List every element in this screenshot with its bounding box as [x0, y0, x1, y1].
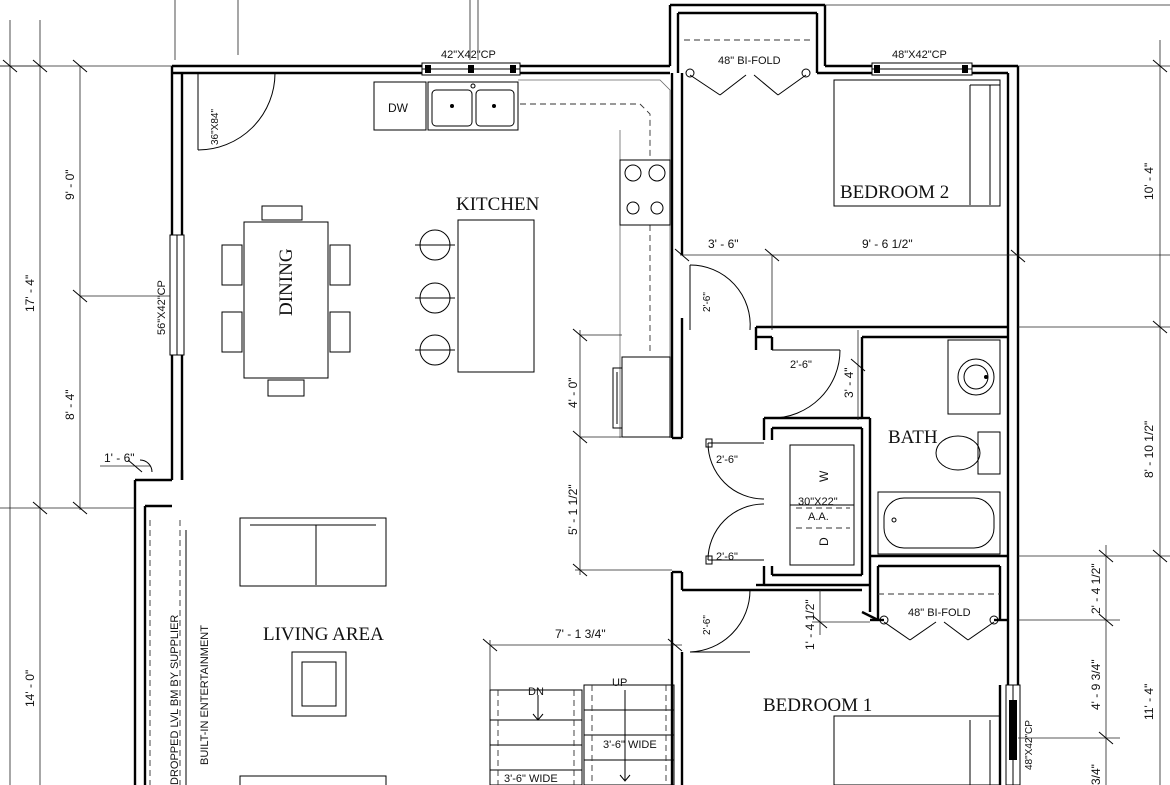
- laundry-size-label: 30"X22": [798, 496, 838, 508]
- dishwasher-label: DW: [388, 101, 409, 115]
- room-label-bedroom1: BEDROOM 1: [763, 695, 872, 716]
- dryer-label: D: [817, 537, 831, 546]
- dim-hall-7-1: 7' - 1 3/4": [555, 627, 606, 641]
- range: [619, 159, 671, 226]
- kitchen-sink: [427, 81, 519, 131]
- dim-hall-4-0: 4' - 0": [566, 377, 580, 408]
- walls: [133, 0, 1170, 785]
- entry-door: [197, 72, 276, 151]
- bath-door: [771, 349, 841, 419]
- bedroom2-window: [871, 62, 973, 76]
- dim-hall-3-4: 3' - 4": [842, 367, 856, 398]
- stair-up-label: UP: [612, 677, 627, 689]
- bifold-mid-label: 48" BI-FOLD: [908, 607, 971, 619]
- dim-right-4-9: 4' - 9 3/4": [1089, 659, 1103, 710]
- doors: 36"X84" 2'-6" 2'-6" 2'-6" 2'-6" 2'-6: [197, 39, 1000, 653]
- sofa: [239, 517, 387, 587]
- room-label-dining: DINING: [276, 248, 297, 316]
- entertainment-wall: [149, 520, 187, 785]
- dim-left-1-6: 1' - 6": [104, 451, 135, 465]
- dim-right-10-4: 10' - 4": [1142, 163, 1156, 200]
- bathtub: [877, 491, 1001, 555]
- dim-hall-3-6: 3' - 6": [708, 237, 739, 251]
- dining-window: [169, 234, 185, 356]
- room-label-living: LIVING AREA: [263, 624, 384, 645]
- dim-hall-9-6: 9' - 6 1/2": [862, 237, 913, 251]
- kitchen-window-label: 42"X42"CP: [441, 49, 496, 61]
- bedroom1-door-label: 2'-6": [702, 615, 713, 635]
- dim-hall-5-1: 5' - 1 1/2": [566, 484, 580, 535]
- windows: 42"X42"CP 48"X42"CP 56"X42"CP 48"X42"CP: [156, 49, 1035, 785]
- built-in-label: BUILT-IN ENTERTAINMENT: [199, 625, 211, 765]
- dishwasher: [373, 81, 427, 131]
- entry-door-label: 36"X84": [210, 109, 221, 145]
- dim-right-2-4: 2' - 4 1/2": [1089, 563, 1103, 614]
- dim-left-8-4: 8' - 4": [63, 389, 77, 420]
- dining-table: [243, 221, 329, 379]
- stair-dn-label: DN: [528, 686, 544, 698]
- dim-left-14-0: 14' - 0": [23, 670, 37, 707]
- dimension-lines: [0, 20, 1170, 785]
- dim-left-17-4: 17' - 4": [23, 275, 37, 312]
- bedroom1-window: [1005, 684, 1021, 785]
- kitchen-island: [457, 219, 535, 373]
- laundry-door-label-bottom: 2'-6": [716, 551, 738, 563]
- bedroom1-window-label: 48"X42"CP: [1024, 720, 1035, 770]
- bath-fixtures: [877, 339, 1001, 555]
- kitchen-window: [421, 62, 521, 76]
- dim-right-11-4: 11' - 4": [1142, 684, 1156, 720]
- room-label-bath: BATH: [888, 427, 938, 448]
- bedroom1-door: [689, 589, 751, 653]
- stair-width-label-1: 3'-6" WIDE: [603, 739, 657, 751]
- coffee-table: [291, 651, 347, 717]
- bar-stools: [415, 229, 455, 366]
- bedroom2-door: [689, 264, 751, 331]
- bath-door-label: 2'-6": [790, 359, 812, 371]
- dim-hall-1-4: 1' - 4 1/2": [803, 599, 817, 650]
- dining-window-label: 56"X42"CP: [156, 280, 168, 335]
- dining-set: [221, 205, 351, 397]
- bifold-mid: [878, 593, 1000, 641]
- stairs: [489, 684, 675, 785]
- dim-left-9-0: 9' - 0": [63, 169, 77, 200]
- bedroom2-door-label: 2'-6": [702, 292, 713, 312]
- refrigerator: [612, 356, 671, 438]
- washer-label: W: [817, 470, 831, 482]
- laundry-closet: [789, 444, 855, 566]
- living-furniture: [239, 517, 387, 785]
- room-label-bedroom2: BEDROOM 2: [840, 182, 949, 203]
- bifold-top-label: 48" BI-FOLD: [718, 55, 781, 67]
- vanity: [947, 339, 1001, 415]
- toilet: [935, 431, 1001, 475]
- laundry-aa-label: A.A.: [808, 511, 829, 523]
- laundry-doors: [705, 438, 765, 565]
- dropped-lvl-label: DROPPED LVL BM BY SUPPLIER: [169, 615, 181, 785]
- room-label-kitchen: KITCHEN: [456, 194, 540, 215]
- bedroom2-window-label: 48"X42"CP: [892, 49, 947, 61]
- stair-width-label-2: 3'-6" WIDE: [504, 773, 558, 785]
- laundry-door-label-top: 2'-6": [716, 454, 738, 466]
- dim-right-3-4: 3/4": [1089, 764, 1103, 785]
- bifold-top: [684, 39, 812, 96]
- kitchen-fixtures: DW: [373, 79, 671, 438]
- dim-right-8-10: 8' - 10 1/2": [1142, 421, 1156, 478]
- closet-shelves: [833, 79, 1001, 785]
